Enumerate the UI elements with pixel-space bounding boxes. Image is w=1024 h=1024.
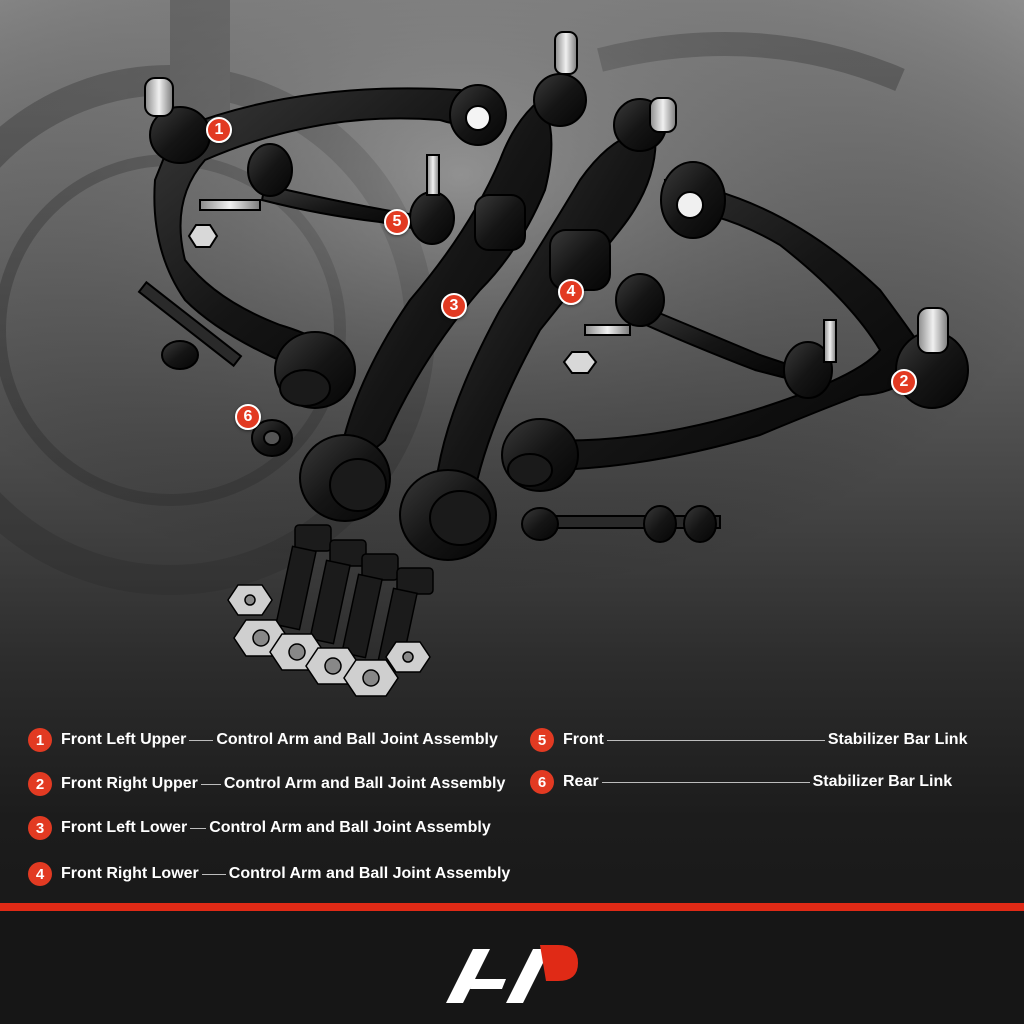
legend-part: Front Left Upper (61, 731, 187, 748)
legend-part: Front (563, 731, 604, 748)
legend-desc: Control Arm and Ball Joint Assembly (209, 819, 491, 836)
a-premium-logo-icon (446, 945, 578, 1003)
legend-item-4: 4 Front Right Lower Control Arm and Ball… (28, 862, 510, 886)
legend-number: 6 (530, 770, 554, 794)
mounting-hardware (227, 524, 434, 697)
callout-3: 3 (441, 293, 467, 319)
legend-number: 5 (530, 728, 554, 752)
legend-number: 1 (28, 728, 52, 752)
legend-dash (606, 739, 825, 741)
legend-desc: Control Arm and Ball Joint Assembly (228, 865, 511, 882)
footer (0, 911, 1024, 1024)
legend-dash (601, 781, 810, 783)
callout-1: 1 (206, 117, 232, 143)
legend-dash (201, 873, 226, 875)
rear-stabilizer-links (137, 280, 721, 543)
legend-part: Rear (563, 773, 599, 790)
legend-part: Front Right Lower (61, 865, 199, 882)
red-divider (0, 903, 1024, 911)
legend-item-5: 5 Front Stabilizer Bar Link (530, 728, 967, 752)
legend-number: 2 (28, 772, 52, 796)
legend-desc: Control Arm and Ball Joint Assembly (223, 775, 506, 792)
front-stabilizer-links (187, 143, 837, 399)
front-left-upper-arm (144, 77, 507, 409)
legend-desc: Stabilizer Bar Link (827, 731, 968, 748)
callout-2: 2 (891, 369, 917, 395)
legend-number: 3 (28, 816, 52, 840)
legend-item-1: 1 Front Left Upper Control Arm and Ball … (28, 728, 498, 752)
legend-desc: Control Arm and Ball Joint Assembly (216, 731, 498, 748)
front-right-upper-arm (501, 161, 969, 492)
callout-5: 5 (384, 209, 410, 235)
legend-desc: Stabilizer Bar Link (812, 773, 953, 790)
legend-part: Front Left Lower (61, 819, 188, 836)
legend-dash (189, 739, 214, 741)
front-right-lower-arm (399, 97, 677, 561)
legend-item-2: 2 Front Right Upper Control Arm and Ball… (28, 772, 505, 796)
suspension-kit-photo (0, 0, 1024, 700)
legend-item-6: 6 Rear Stabilizer Bar Link (530, 770, 952, 794)
legend-dash (200, 783, 221, 785)
callout-4: 4 (558, 279, 584, 305)
legend-item-3: 3 Front Left Lower Control Arm and Ball … (28, 816, 491, 840)
front-left-lower-arm (299, 31, 587, 522)
legend-number: 4 (28, 862, 52, 886)
legend-part: Front Right Upper (61, 775, 198, 792)
callout-6: 6 (235, 404, 261, 430)
legend-dash (190, 827, 207, 829)
